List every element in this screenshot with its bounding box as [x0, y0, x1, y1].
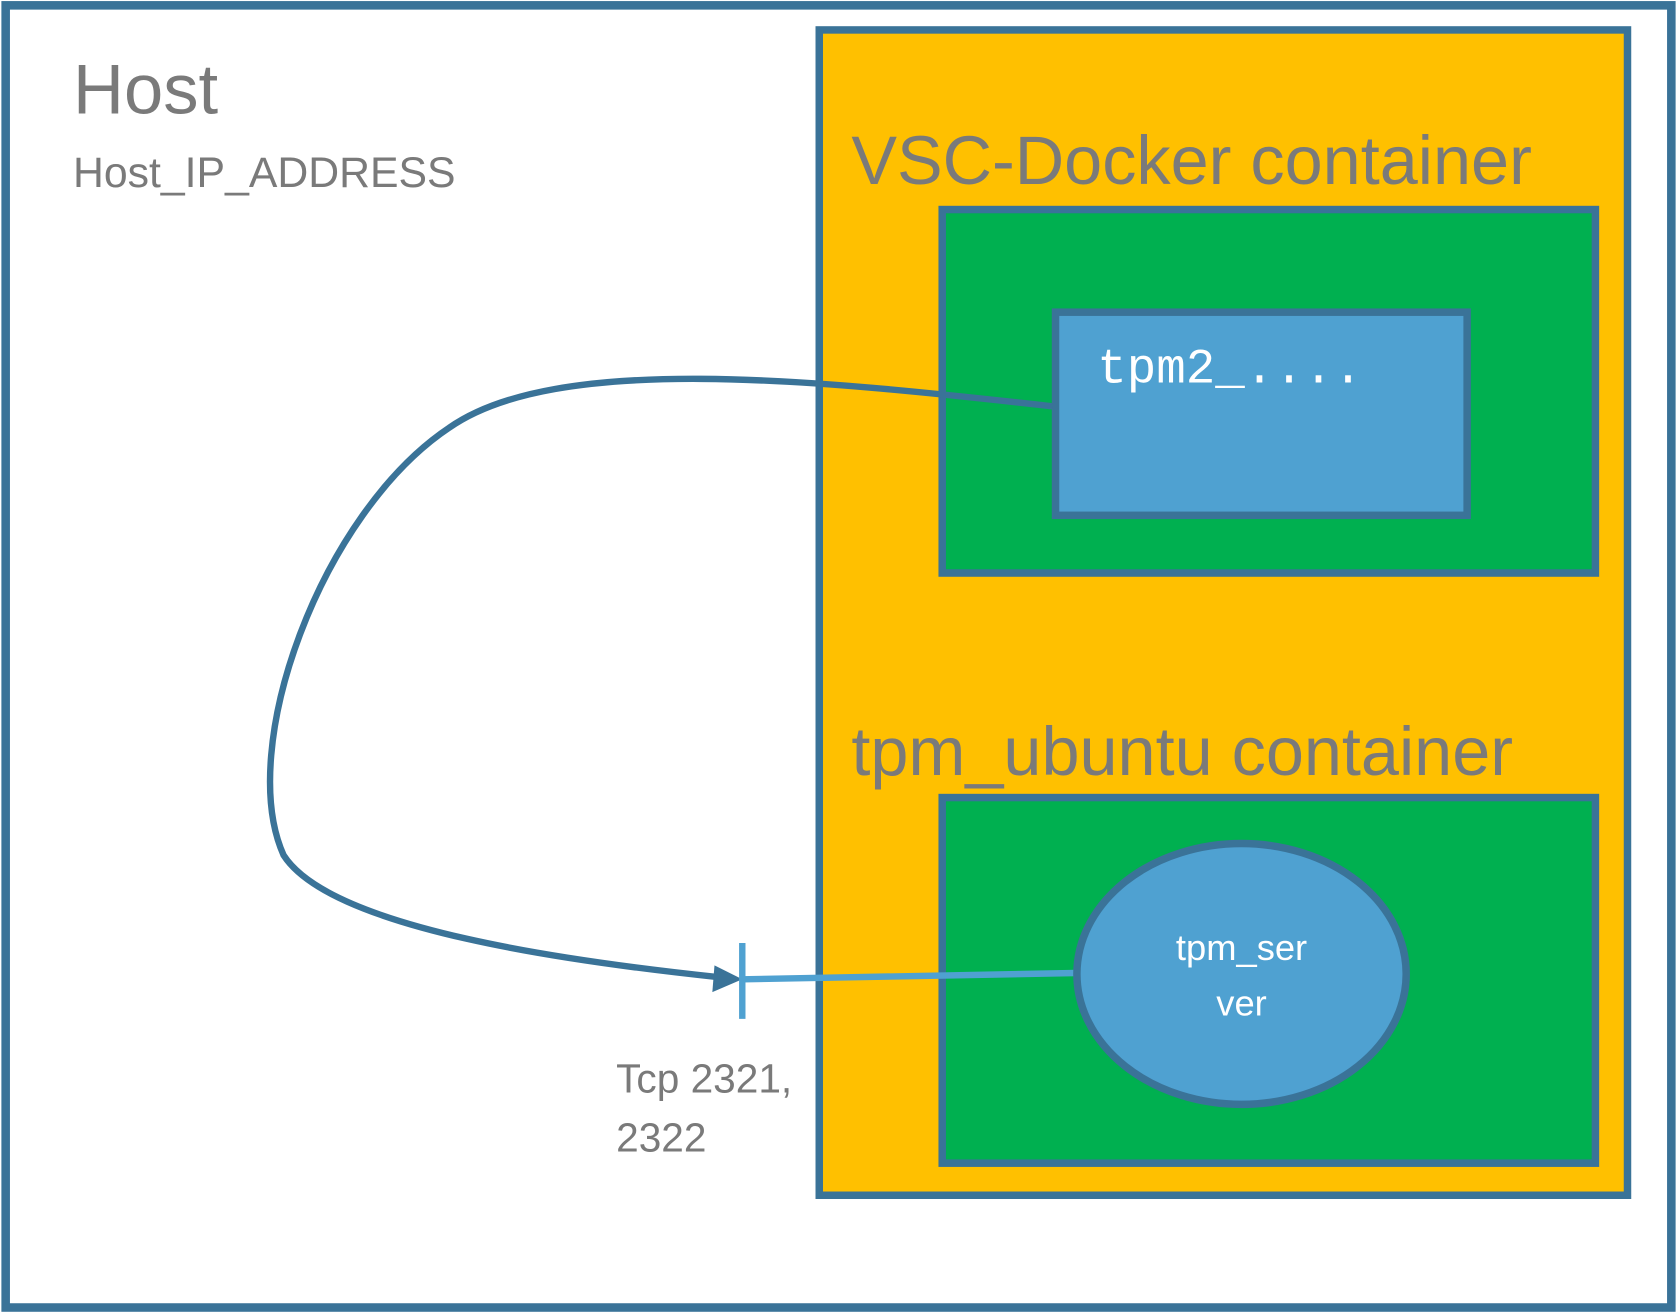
vsc-container-title: VSC-Docker container: [851, 123, 1532, 199]
connection-arrow: [266, 375, 1053, 981]
port-label-line1: Tcp 2321,: [616, 1056, 792, 1102]
arrow-head: [712, 965, 743, 993]
tpm-server-label-line1: tpm_ser: [1176, 927, 1307, 968]
tpm2-command-node[interactable]: [1051, 308, 1471, 520]
tpm-server-node[interactable]: [1073, 839, 1410, 1109]
tpm2-command-label: tpm2_....: [1097, 342, 1362, 398]
port-label-line2: 2322: [616, 1114, 706, 1160]
port-connection-line: [742, 969, 1083, 983]
tpm-container-title: tpm_ubuntu container: [851, 714, 1513, 790]
tpm-server-label-line2: ver: [1216, 983, 1266, 1024]
host-ip-address: Host_IP_ADDRESS: [73, 149, 456, 197]
host-title: Host: [73, 49, 218, 128]
